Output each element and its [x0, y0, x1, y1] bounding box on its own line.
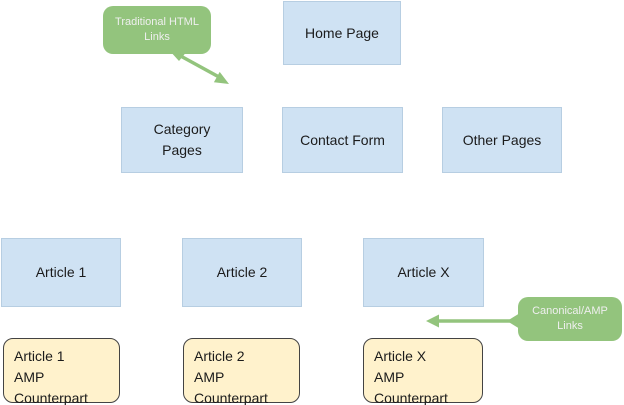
node-label: Home Page — [305, 24, 379, 41]
node-label: Article 1 — [14, 348, 65, 364]
traditional-links-arrow — [169, 50, 229, 84]
callout-canonical-amp-links: Canonical/AMP Links — [518, 297, 622, 341]
callout-label: Traditional HTML — [115, 16, 199, 28]
node-article-2-amp-counterpart: Article 2 AMP Counterpart — [183, 338, 300, 405]
callout-label: Canonical/AMP — [532, 305, 608, 317]
node-label: Article 2 — [194, 348, 245, 364]
canonical-amp-links-arrow — [426, 313, 520, 329]
node-label: Article X — [397, 264, 450, 280]
callout-label: Links — [144, 31, 170, 43]
callout-label: Links — [557, 320, 583, 332]
callout-traditional-html-links: Traditional HTML Links — [103, 6, 211, 54]
node-label: Counterpart — [374, 390, 448, 405]
node-article-1: Article 1 — [1, 238, 121, 307]
node-label: AMP — [194, 369, 225, 385]
node-contact-form: Contact Form — [282, 107, 403, 173]
node-label: Article 2 — [216, 264, 268, 280]
node-label: Pages — [162, 142, 202, 158]
node-label: Article 1 — [35, 264, 87, 280]
node-article-2: Article 2 — [182, 238, 302, 307]
node-home-page: Home Page — [283, 1, 401, 65]
node-article-x: Article X — [363, 238, 484, 307]
node-label: AMP — [14, 369, 45, 385]
node-label: Contact Form — [300, 131, 385, 148]
node-label: Counterpart — [194, 390, 268, 405]
node-label: Counterpart — [14, 390, 88, 405]
node-label: Category — [153, 121, 211, 137]
node-label: AMP — [374, 369, 405, 385]
node-label: Other Pages — [462, 131, 542, 148]
node-article-1-amp-counterpart: Article 1 AMP Counterpart — [3, 338, 120, 405]
node-article-x-amp-counterpart: Article X AMP Counterpart — [363, 338, 483, 405]
node-label: Article X — [374, 348, 427, 364]
node-category-pages: Category Pages — [121, 107, 243, 173]
node-other-pages: Other Pages — [442, 107, 562, 173]
